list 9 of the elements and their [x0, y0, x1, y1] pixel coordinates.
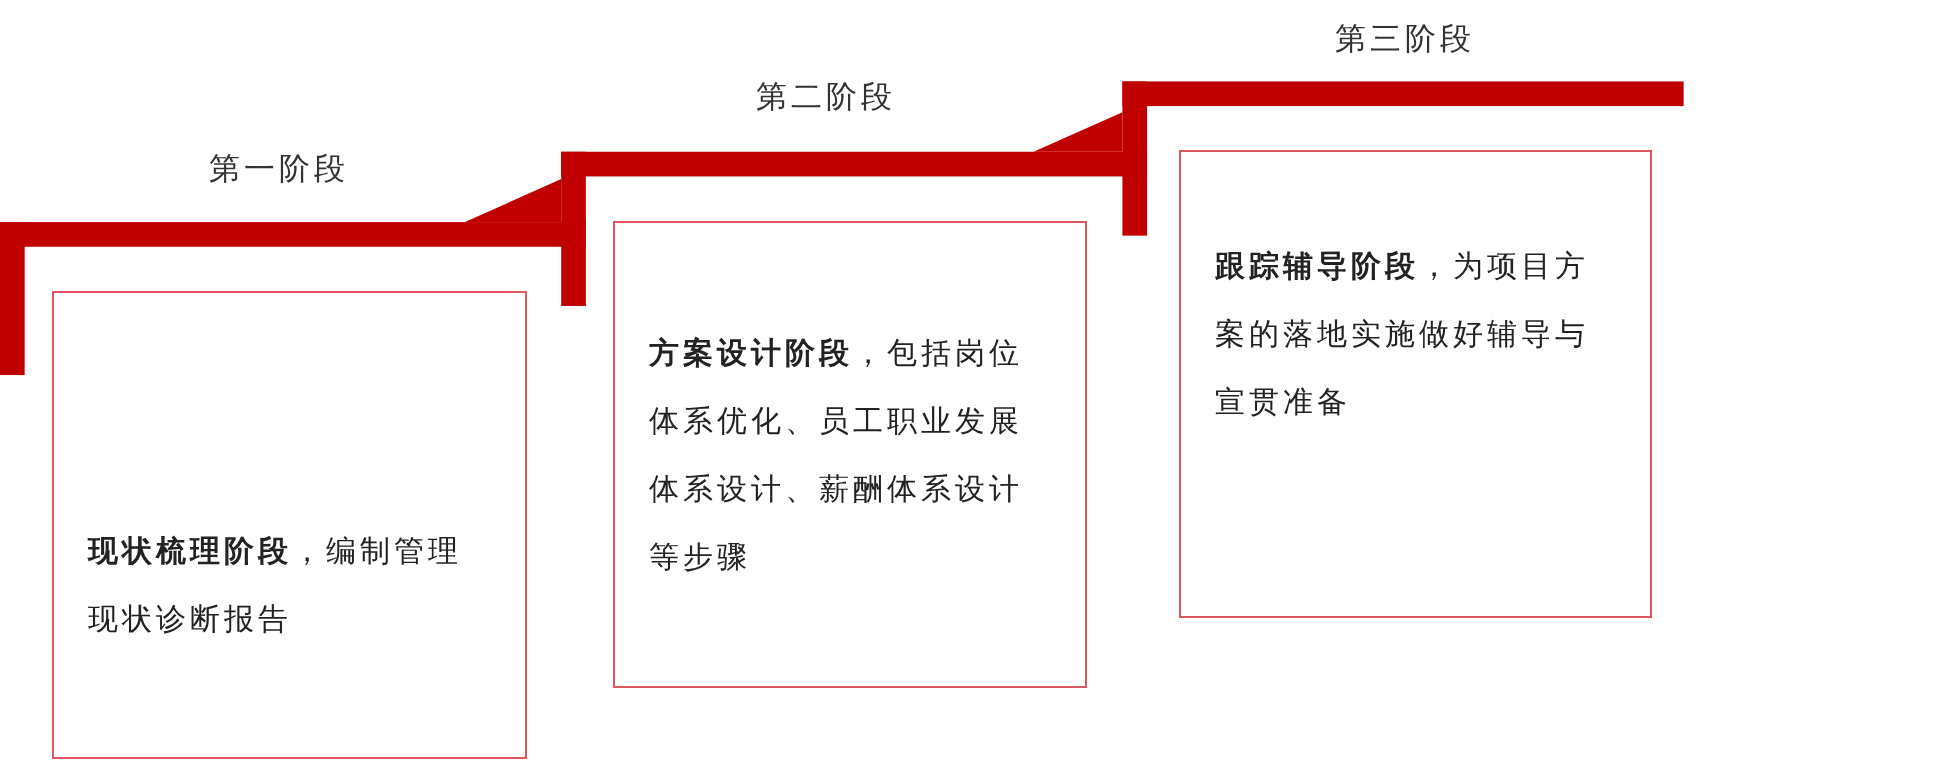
- stage-description: 方案设计阶段，包括岗位体系优化、员工职业发展体系设计、薪酬体系设计等步骤: [649, 333, 1024, 576]
- stage-heading: 第三阶段: [1335, 19, 1475, 58]
- stage-card: [52, 291, 527, 759]
- stage-heading: 第一阶段: [209, 149, 349, 188]
- stage-description: 跟踪辅导阶段，为项目方案的落地实施做好辅导与宣贯准备: [1215, 247, 1590, 421]
- stage-card: [613, 221, 1087, 688]
- stage-description: 现状梳理阶段，编制管理现状诊断报告: [88, 532, 463, 638]
- stage-card: [1179, 150, 1652, 618]
- stage-heading: 第二阶段: [756, 77, 896, 116]
